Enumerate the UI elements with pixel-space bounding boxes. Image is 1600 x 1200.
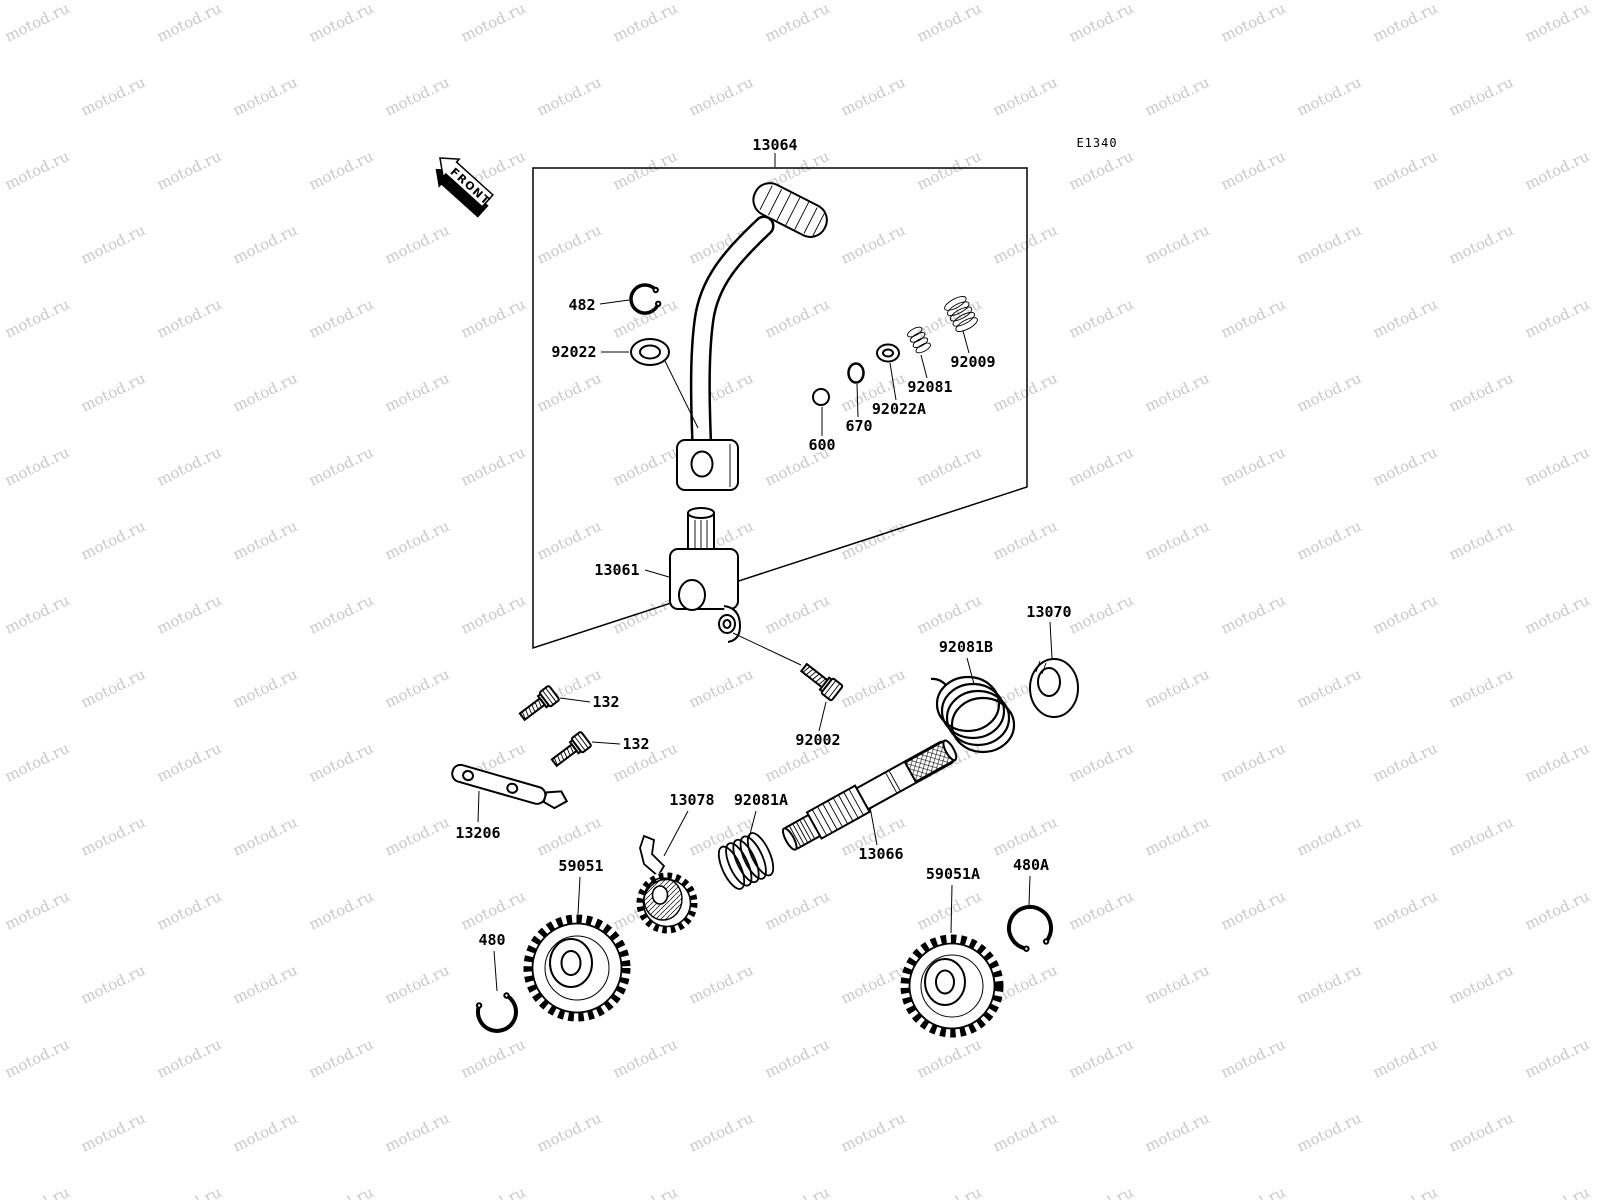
label-132a: 132 xyxy=(592,693,619,711)
part-59051-gear: 59051 xyxy=(523,857,631,1022)
part-132-bolt-b: 132 xyxy=(550,731,650,768)
part-92081a-spring: 92081A xyxy=(717,791,788,890)
label-13206: 13206 xyxy=(455,824,500,842)
part-59051a-gear: 59051A xyxy=(900,865,1004,1038)
label-670: 670 xyxy=(845,417,872,435)
part-13206-guide: 13206 xyxy=(451,763,569,842)
part-132-bolt-a: 132 xyxy=(518,685,620,722)
label-13066: 13066 xyxy=(858,845,903,863)
label-59051: 59051 xyxy=(558,857,603,875)
diagram-code: E1340 xyxy=(1076,136,1117,150)
part-482-circlip: 482 xyxy=(568,283,662,315)
part-480-circlip: 480 xyxy=(475,931,518,1033)
label-480A: 480A xyxy=(1013,856,1049,874)
front-arrow-shadow xyxy=(435,168,489,218)
kick-pedal-grip xyxy=(752,182,828,238)
label-92022A: 92022A xyxy=(872,400,926,418)
part-13066-shaft: 13066 xyxy=(781,739,958,863)
label-132b: 132 xyxy=(622,735,649,753)
label-92002: 92002 xyxy=(795,731,840,749)
label-13061: 13061 xyxy=(594,561,639,579)
label-13064: 13064 xyxy=(752,136,797,154)
label-482: 482 xyxy=(568,296,595,314)
label-59051A: 59051A xyxy=(926,865,980,883)
part-92022a-washer: 92022A xyxy=(872,343,926,418)
label-13078: 13078 xyxy=(669,791,714,809)
label-480: 480 xyxy=(478,931,505,949)
kick-pedal xyxy=(676,182,828,491)
part-92081b-spring: 92081B xyxy=(930,638,1016,754)
label-600: 600 xyxy=(808,436,835,454)
part-670-oring: 670 xyxy=(845,362,873,435)
part-92081-spring: 92081 xyxy=(907,326,953,396)
kick-pedal-box: 13064 xyxy=(532,136,1028,650)
part-13078-ratchet: 13078 xyxy=(636,791,715,934)
label-92009: 92009 xyxy=(950,353,995,371)
part-600-ball: 600 xyxy=(808,388,836,454)
part-92022-washer: 92022 xyxy=(551,338,699,429)
label-13070: 13070 xyxy=(1026,603,1071,621)
label-92081A: 92081A xyxy=(734,791,788,809)
front-arrow-shape xyxy=(439,157,494,208)
label-92081: 92081 xyxy=(907,378,952,396)
part-13061-kick-shaft: 13061 xyxy=(594,507,802,666)
part-92009-spring: 92009 xyxy=(944,296,996,371)
part-92002-bolt: 92002 xyxy=(795,662,844,749)
label-92081B: 92081B xyxy=(939,638,993,656)
part-13070-collar: 13070 xyxy=(1026,603,1079,718)
part-480a-circlip: 480A xyxy=(1007,856,1053,952)
label-92022: 92022 xyxy=(551,343,596,361)
